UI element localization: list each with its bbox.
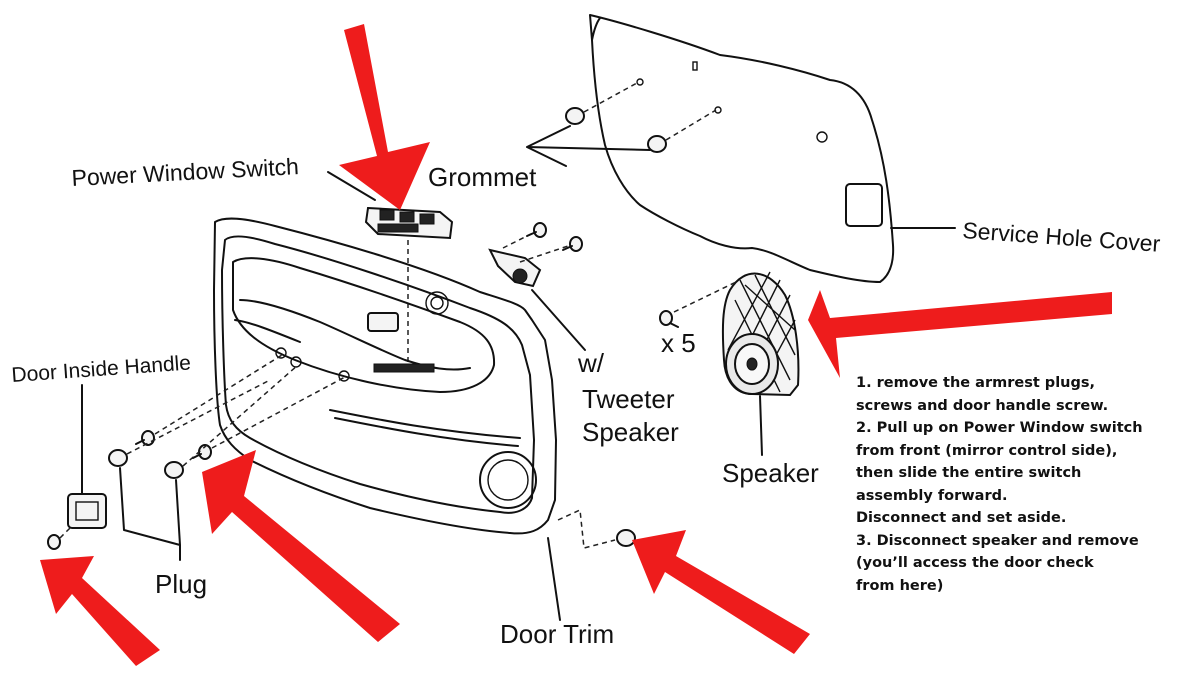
- red-arrow-plug: [202, 450, 400, 642]
- red-arrow-power-window-switch: [339, 24, 430, 210]
- instruction-line: Disconnect and set aside.: [856, 510, 1067, 526]
- label-w: w/: [577, 348, 605, 378]
- grommet-2: [647, 109, 717, 153]
- instruction-line: from here): [856, 577, 944, 594]
- door-trim-clip: [557, 508, 636, 549]
- label-speaker: Speaker: [722, 458, 819, 488]
- label-door-inside-handle: Door Inside Handle: [11, 352, 192, 387]
- power-window-switch: [327, 171, 454, 370]
- plug-leader: [119, 467, 181, 561]
- label-tweeter-speaker: Speaker: [582, 417, 679, 447]
- red-arrow-door-clip: [632, 530, 810, 654]
- label-power-window-switch: Power Window Switch: [71, 153, 300, 191]
- grommet-1: [565, 82, 638, 125]
- label-grommet: Grommet: [428, 162, 537, 192]
- door-inside-handle: [47, 384, 107, 550]
- label-times-five: x 5: [661, 328, 696, 358]
- armrest-plug-2: [164, 364, 299, 479]
- red-arrow-speaker: [808, 290, 1112, 378]
- instruction-line: (you’ll access the door check: [856, 555, 1094, 571]
- red-arrow-handle-screw: [40, 556, 160, 666]
- tweeter-screw-2: [562, 236, 583, 252]
- label-plug: Plug: [155, 569, 207, 599]
- armrest-plug-1: [108, 379, 271, 467]
- service-hole-cover: [589, 14, 956, 283]
- label-service-hole-cover: Service Hole Cover: [962, 217, 1162, 257]
- door-trim-panel: [213, 217, 561, 621]
- speaker-assembly: [721, 271, 800, 456]
- instruction-line: 3. Disconnect speaker and remove: [856, 532, 1139, 549]
- instruction-line: screws and door handle screw.: [856, 397, 1109, 414]
- label-door-trim: Door Trim: [500, 619, 614, 649]
- label-tweeter: Tweeter: [582, 384, 675, 414]
- grommet-leader: [526, 125, 651, 167]
- instruction-line: 2. Pull up on Power Window switch: [856, 420, 1143, 436]
- instruction-line: assembly forward.: [856, 487, 1008, 504]
- tweeter-screw-1: [526, 222, 547, 238]
- instruction-line: then slide the entire switch: [856, 465, 1082, 481]
- speaker-screw: [659, 281, 737, 328]
- instruction-line: from front (mirror control side),: [856, 442, 1118, 459]
- instructions-list: 1. remove the armrest plugs, screws and …: [856, 372, 1186, 597]
- instruction-line: 1. remove the armrest plugs,: [856, 375, 1096, 391]
- tweeter-bracket: [488, 231, 586, 351]
